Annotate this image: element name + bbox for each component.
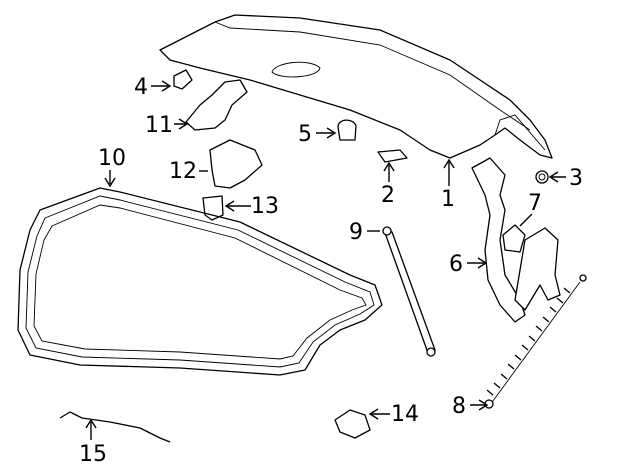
callout-5: 5 [298,122,312,147]
part-bumper-4[interactable] [173,69,193,90]
callout-6: 6 [449,252,463,277]
callout-15: 15 [79,442,107,467]
part-bumper-5[interactable] [337,119,357,141]
part-bracket-7[interactable] [502,224,526,253]
part-bracket-14[interactable] [334,409,371,439]
callout-10: 10 [98,146,126,171]
part-actuator-12[interactable] [209,139,263,189]
callout-13: 13 [251,194,279,219]
part-trunk-lid[interactable] [159,14,553,159]
callout-8: 8 [452,394,466,419]
part-bumper-2[interactable] [377,149,408,163]
leader-lines [85,80,566,440]
part-hinge-bracket[interactable] [514,227,561,311]
callout-4: 4 [134,75,148,100]
callout-7: 7 [528,191,542,216]
callout-1: 1 [441,187,455,212]
callout-9: 9 [349,220,363,245]
part-grommet-3[interactable] [535,170,549,184]
part-harness-15[interactable] [59,411,171,443]
part-latch-11[interactable] [185,79,248,131]
callout-11: 11 [145,113,173,138]
callout-2: 2 [381,183,395,208]
part-lift-support-9[interactable] [382,226,436,357]
callout-14: 14 [391,402,419,427]
callout-3: 3 [569,166,583,191]
part-weatherstrip-10[interactable] [17,187,383,376]
callout-12: 12 [169,159,197,184]
